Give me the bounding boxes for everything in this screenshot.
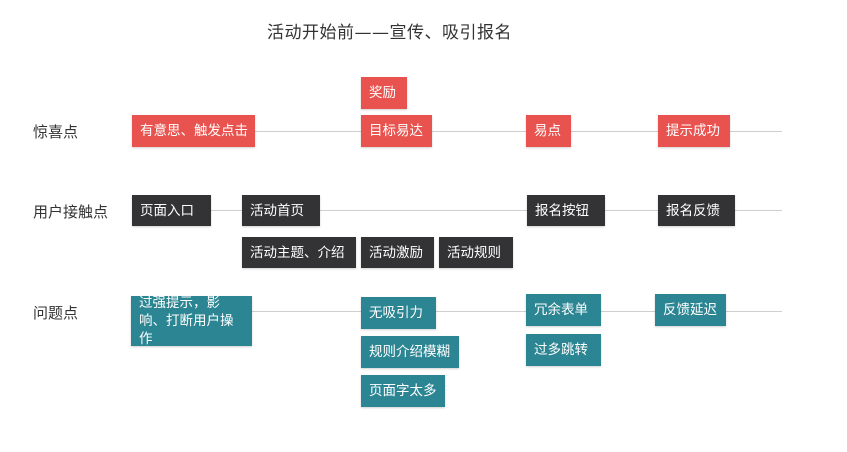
- touchpoint-box-theme-intro: 活动主题、介绍: [242, 237, 356, 268]
- row-line-surprise: [132, 131, 782, 132]
- row-label-surprise: 惊喜点: [33, 123, 79, 141]
- surprise-box-trigger-click: 有意思、触发点击: [132, 115, 255, 147]
- row-label-problem: 问题点: [33, 304, 79, 322]
- touchpoint-box-signup-feedback: 报名反馈: [658, 195, 735, 226]
- problem-box-vague-rules: 规则介绍模糊: [361, 336, 459, 368]
- problem-box-too-much-text: 页面字太多: [361, 375, 445, 407]
- surprise-box-easy-click: 易点: [526, 115, 571, 147]
- problem-box-feedback-delay: 反馈延迟: [655, 294, 726, 326]
- surprise-box-goal-easy: 目标易达: [361, 115, 432, 147]
- problem-box-too-many-jumps: 过多跳转: [526, 334, 601, 366]
- surprise-box-success-hint: 提示成功: [658, 115, 730, 147]
- diagram-title: 活动开始前——宣传、吸引报名: [267, 23, 512, 43]
- row-label-touchpoint: 用户接触点: [33, 203, 109, 221]
- touchpoint-box-activity-home: 活动首页: [242, 195, 320, 226]
- touchpoint-box-signup-button: 报名按钮: [527, 195, 605, 226]
- problem-box-strong-hint: 过强提示，影响、打断用户操作: [131, 295, 252, 347]
- touchpoint-box-page-entry: 页面入口: [132, 195, 211, 226]
- row-line-touchpoint: [132, 210, 782, 211]
- surprise-box-reward: 奖励: [361, 77, 407, 109]
- row-line-problem: [132, 311, 782, 312]
- problem-box-redundant-form: 冗余表单: [526, 294, 601, 326]
- problem-box-no-appeal: 无吸引力: [361, 297, 436, 329]
- touchpoint-box-incentive: 活动激励: [361, 237, 434, 268]
- touchpoint-box-rules: 活动规则: [439, 237, 513, 268]
